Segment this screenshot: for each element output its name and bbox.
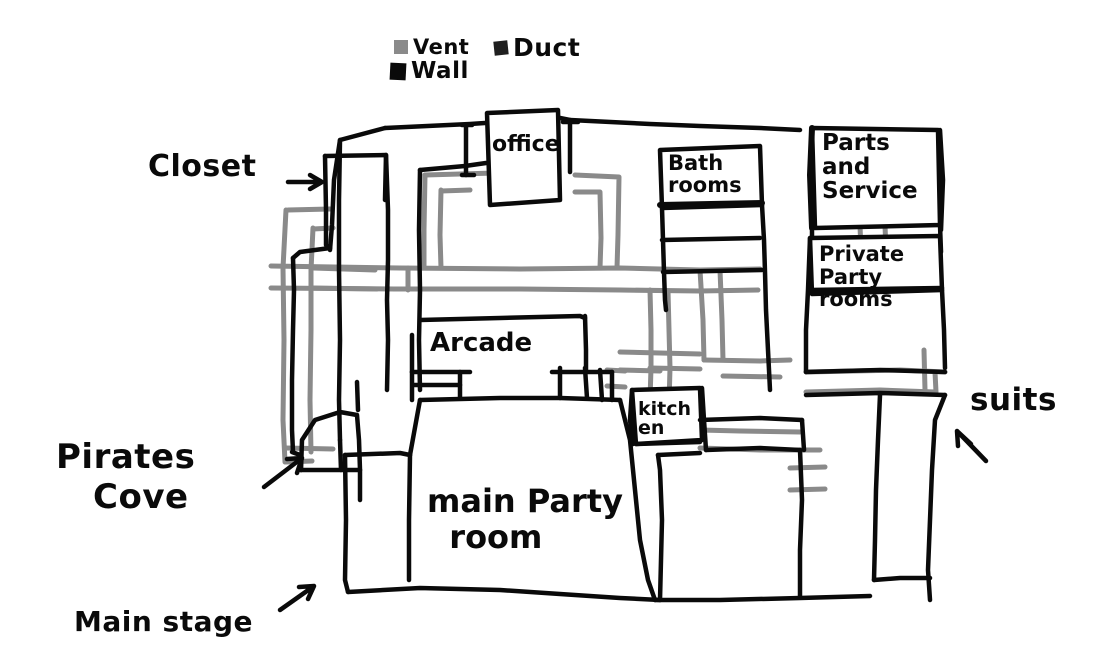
legend-label-wall: Wall [411,58,469,84]
room-label-private-party-rooms: Private Party rooms [819,242,905,312]
room-label-office: office [492,132,560,157]
legend-item-vent: Vent [394,35,469,59]
legend-item-wall: Wall [389,58,469,84]
wall-swatch [389,62,407,80]
annotation-suits: suits [970,382,1057,418]
room-label-parts-and-service: Parts and Service [822,130,918,205]
duct-swatch [493,39,509,56]
legend-label-duct: Duct [513,33,581,62]
room-label-main-party-room: main Party room [427,482,623,556]
annotation-closet: Closet [148,149,257,184]
annotation-pirates-cove: Pirates Cove [56,437,196,518]
legend-label-vent: Vent [413,35,470,59]
room-label-kitchen: kitch en [638,398,692,439]
legend-item-duct: Duct [493,33,581,62]
room-label-arcade: Arcade [430,328,533,358]
main-stage-arrow [277,583,317,613]
room-label-bathrooms: Bath rooms [668,151,742,198]
closet-arrow [285,172,325,192]
pirates-cove-arrow [261,455,305,490]
suits-arrow [954,428,989,464]
annotation-main-stage: Main stage [74,605,254,638]
vent-swatch [394,40,408,54]
pointer-arrows [261,172,989,613]
